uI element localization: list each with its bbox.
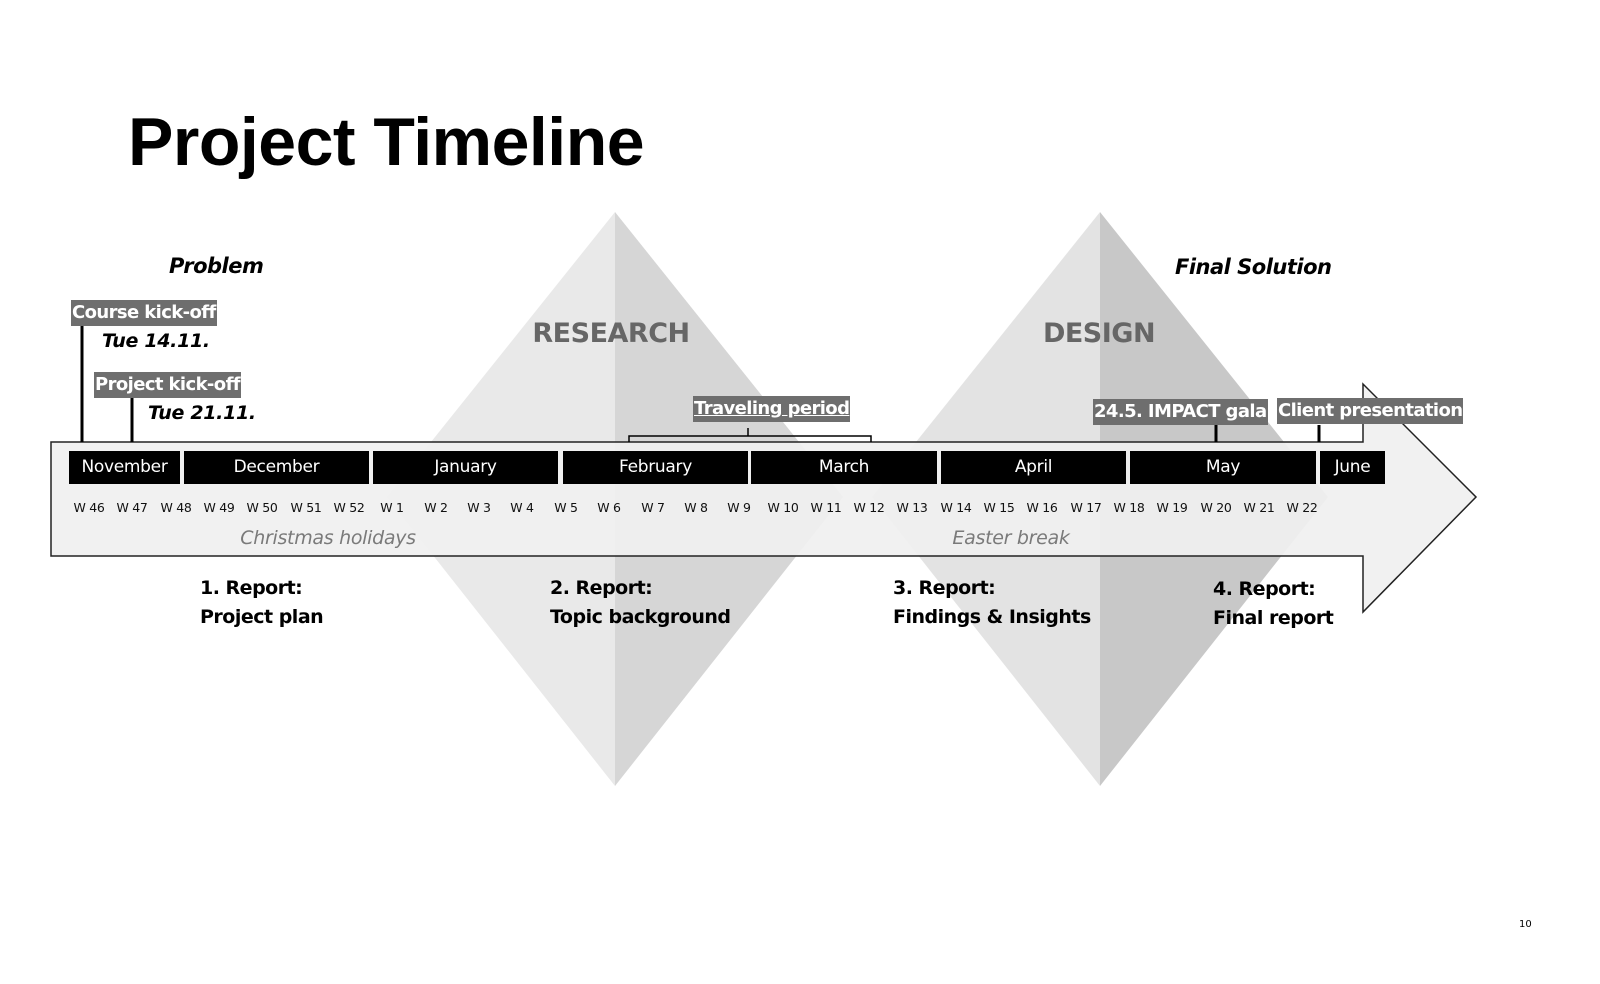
timeline-arrow: [50, 382, 1478, 614]
week-label: W 15: [983, 500, 1015, 515]
month-june: June: [1320, 451, 1385, 484]
stage-final-solution: Final Solution: [1175, 255, 1332, 279]
week-label: W 14: [940, 500, 972, 515]
milestone-project-kickoff: Project kick-off: [94, 372, 242, 398]
milestone-traveling-period: Traveling period: [693, 396, 851, 422]
report-1-number: 1. Report:: [200, 577, 303, 599]
milestone-course-kickoff-date: Tue 14.11.: [102, 330, 210, 352]
week-label: W 48: [160, 500, 192, 515]
report-2: 2. Report: Topic background: [550, 574, 731, 632]
week-label: W 17: [1070, 500, 1102, 515]
traveling-bracket: [628, 428, 872, 442]
report-1-name: Project plan: [200, 606, 324, 628]
week-label: W 1: [380, 500, 404, 515]
week-label: W 20: [1200, 500, 1232, 515]
milestone-client-presentation: Client presentation: [1277, 398, 1464, 424]
week-label: W 52: [333, 500, 365, 515]
week-label: W 6: [597, 500, 621, 515]
week-label: W 18: [1113, 500, 1145, 515]
milestone-course-kickoff: Course kick-off: [71, 300, 217, 326]
month-november: November: [69, 451, 180, 484]
week-label: W 49: [203, 500, 235, 515]
week-label: W 46: [73, 500, 105, 515]
week-label: W 9: [727, 500, 751, 515]
week-label: W 51: [290, 500, 322, 515]
week-label: W 7: [641, 500, 665, 515]
report-1: 1. Report: Project plan: [200, 574, 324, 632]
report-2-number: 2. Report:: [550, 577, 653, 599]
week-label: W 3: [467, 500, 491, 515]
report-4-number: 4. Report:: [1213, 578, 1316, 600]
month-march: March: [751, 451, 937, 484]
page-number: 10: [1519, 919, 1532, 930]
month-january: January: [373, 451, 558, 484]
christmas-holidays-label: Christmas holidays: [240, 527, 416, 549]
week-label: W 50: [246, 500, 278, 515]
week-label: W 5: [554, 500, 578, 515]
month-may: May: [1130, 451, 1316, 484]
report-3: 3. Report: Findings & Insights: [893, 574, 1091, 632]
report-2-name: Topic background: [550, 606, 731, 628]
week-label: W 11: [810, 500, 842, 515]
week-label: W 21: [1243, 500, 1275, 515]
week-label: W 4: [510, 500, 534, 515]
week-label: W 22: [1286, 500, 1318, 515]
month-april: April: [941, 451, 1126, 484]
report-4: 4. Report: Final report: [1213, 575, 1334, 633]
page-title: Project Timeline: [128, 104, 645, 180]
week-label: W 19: [1156, 500, 1188, 515]
report-3-name: Findings & Insights: [893, 606, 1091, 628]
week-label: W 10: [767, 500, 799, 515]
week-label: W 8: [684, 500, 708, 515]
milestone-impact-gala: 24.5. IMPACT gala: [1093, 399, 1268, 425]
easter-break-label: Easter break: [952, 527, 1070, 549]
week-label: W 12: [853, 500, 885, 515]
report-3-number: 3. Report:: [893, 577, 996, 599]
phase-design-label: DESIGN: [1042, 318, 1156, 349]
phase-research-label: RESEARCH: [532, 318, 690, 349]
report-4-name: Final report: [1213, 607, 1334, 629]
month-december: December: [184, 451, 369, 484]
week-label: W 2: [424, 500, 448, 515]
week-label: W 47: [116, 500, 148, 515]
week-label: W 13: [896, 500, 928, 515]
milestone-project-kickoff-date: Tue 21.11.: [148, 402, 256, 424]
month-february: February: [563, 451, 748, 484]
stage-problem: Problem: [169, 254, 264, 278]
week-label: W 16: [1026, 500, 1058, 515]
